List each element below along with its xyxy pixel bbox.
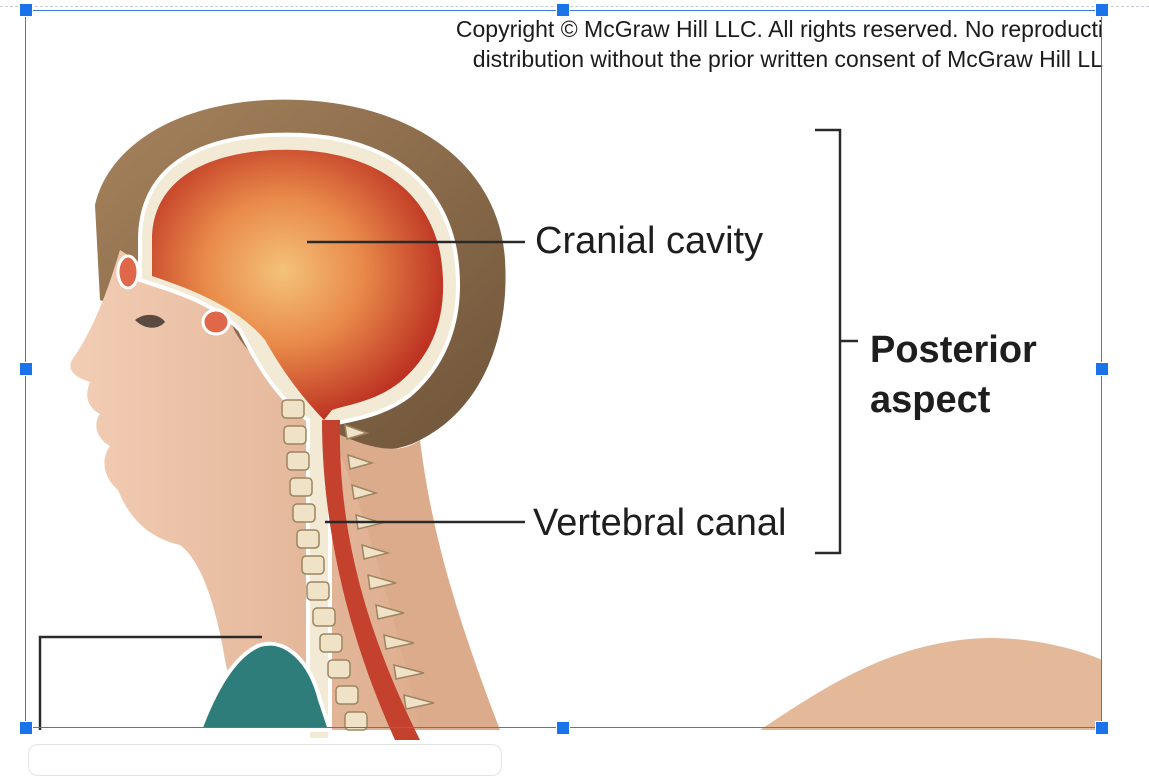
resize-handle-middle-left[interactable] <box>19 362 33 376</box>
resize-handle-bottom-left[interactable] <box>19 721 33 735</box>
neck-back-shape <box>330 430 500 730</box>
resize-handle-bottom-right[interactable] <box>1095 721 1109 735</box>
bottom-panel <box>28 744 502 776</box>
head-sagittal-illustration <box>38 99 1102 742</box>
posterior-aspect-line-1: Posterior <box>870 329 1037 371</box>
copyright-notice: Copyright © McGraw Hill LLC. All rights … <box>303 14 1103 74</box>
resize-handle-top-right[interactable] <box>1095 3 1109 17</box>
posterior-aspect-line-2: aspect <box>870 379 991 421</box>
resize-handle-middle-right[interactable] <box>1095 362 1109 376</box>
anatomy-image[interactable]: Copyright © McGraw Hill LLC. All rights … <box>0 0 1149 756</box>
vertebral-canal-label: Vertebral canal <box>533 502 787 544</box>
frontal-sinus-shape <box>116 254 140 290</box>
posterior-aspect-label: Posterior aspect <box>870 325 1037 425</box>
vertebrae-group <box>281 399 435 731</box>
thoracic-cavity-shape <box>197 641 333 732</box>
resize-handle-top-middle[interactable] <box>556 3 570 17</box>
cranial-cavity-shape <box>152 149 444 420</box>
sphenoid-sinus-shape <box>201 308 231 336</box>
cranial-cavity-label: Cranial cavity <box>535 220 764 262</box>
copyright-line-1: Copyright © McGraw Hill LLC. All rights … <box>455 16 1103 42</box>
vertebral-canal-shape <box>322 420 420 740</box>
copyright-line-2: distribution without the prior written c… <box>472 46 1103 72</box>
leader-lines <box>38 128 858 730</box>
resize-handle-top-left[interactable] <box>19 3 33 17</box>
shoulder-shape <box>760 638 1102 730</box>
resize-handle-bottom-middle[interactable] <box>556 721 570 735</box>
document-page-edge <box>0 6 1149 7</box>
eye-shape <box>135 314 165 328</box>
